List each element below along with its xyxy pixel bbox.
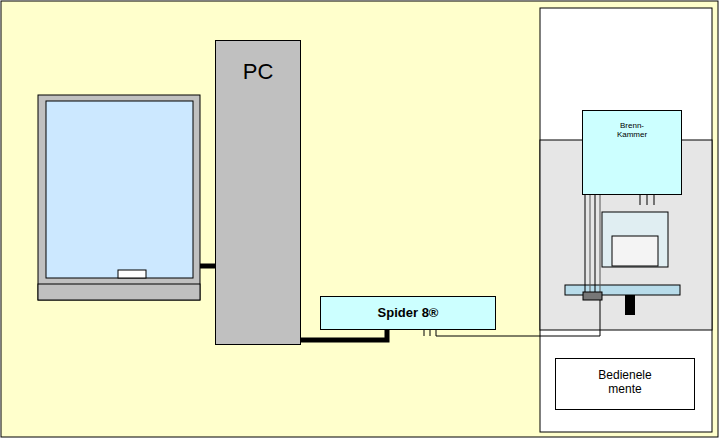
control-box: Bedienele mente [555, 358, 695, 410]
interface-box: Spider 8® [320, 296, 496, 330]
device-housing [540, 8, 712, 432]
monitor-symbol [38, 95, 200, 300]
node-label: Brenn- Kammer [614, 121, 650, 139]
node-label: PC [216, 59, 300, 84]
node-label: Spider 8® [321, 306, 495, 321]
monitor-cable [200, 264, 215, 269]
sample-holder [565, 195, 680, 315]
cable-connector [301, 330, 387, 340]
node-label: Bedienele mente [593, 369, 657, 397]
chamber-box: Brenn- Kammer [582, 110, 682, 195]
pc-box: PC [215, 40, 301, 345]
